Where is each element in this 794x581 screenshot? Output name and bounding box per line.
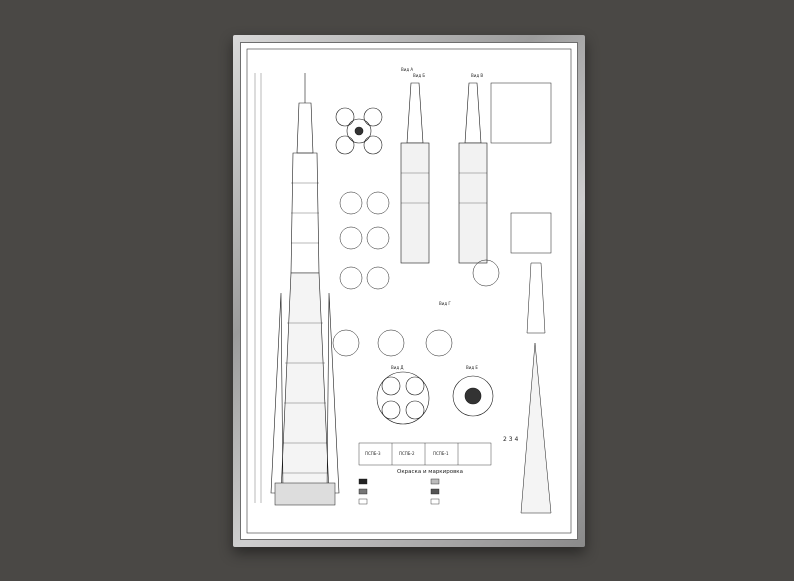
view-label-f: Вид Е [466, 365, 478, 370]
view-a-top-detail [335, 107, 383, 155]
marking-code-3: ПСПБ-1 [433, 451, 449, 456]
frame-inner-bevel: Окраска и маркировка ПСПБ-3 ПСПБ-2 ПСПБ-… [240, 42, 578, 540]
marking-code-1: ПСПБ-3 [365, 451, 381, 456]
marking-table [358, 442, 492, 466]
blueprint-poster: Окраска и маркировка ПСПБ-3 ПСПБ-2 ПСПБ-… [241, 43, 577, 539]
upper-stage-elevations [400, 82, 488, 264]
number-row: 2 3 4 [503, 436, 518, 443]
main-rocket-elevation [254, 73, 340, 506]
spacecraft-details [490, 82, 552, 514]
view-label-b: Вид Б [413, 73, 425, 78]
color-legend [358, 478, 440, 505]
view-bottom-engine-cluster [376, 371, 494, 425]
view-label-e: Вид Д [391, 365, 404, 370]
view-label-c: Вид В [471, 73, 483, 78]
cross-section-circles [332, 191, 500, 357]
section-title: Окраска и маркировка [397, 469, 463, 475]
picture-frame: Окраска и маркировка ПСПБ-3 ПСПБ-2 ПСПБ-… [233, 35, 585, 547]
marking-code-2: ПСПБ-2 [399, 451, 415, 456]
view-label-d: Вид Г [439, 301, 451, 306]
rocket-blueprint-drawing: Окраска и маркировка ПСПБ-3 ПСПБ-2 ПСПБ-… [246, 48, 572, 534]
view-label-a: Вид А [401, 67, 413, 72]
